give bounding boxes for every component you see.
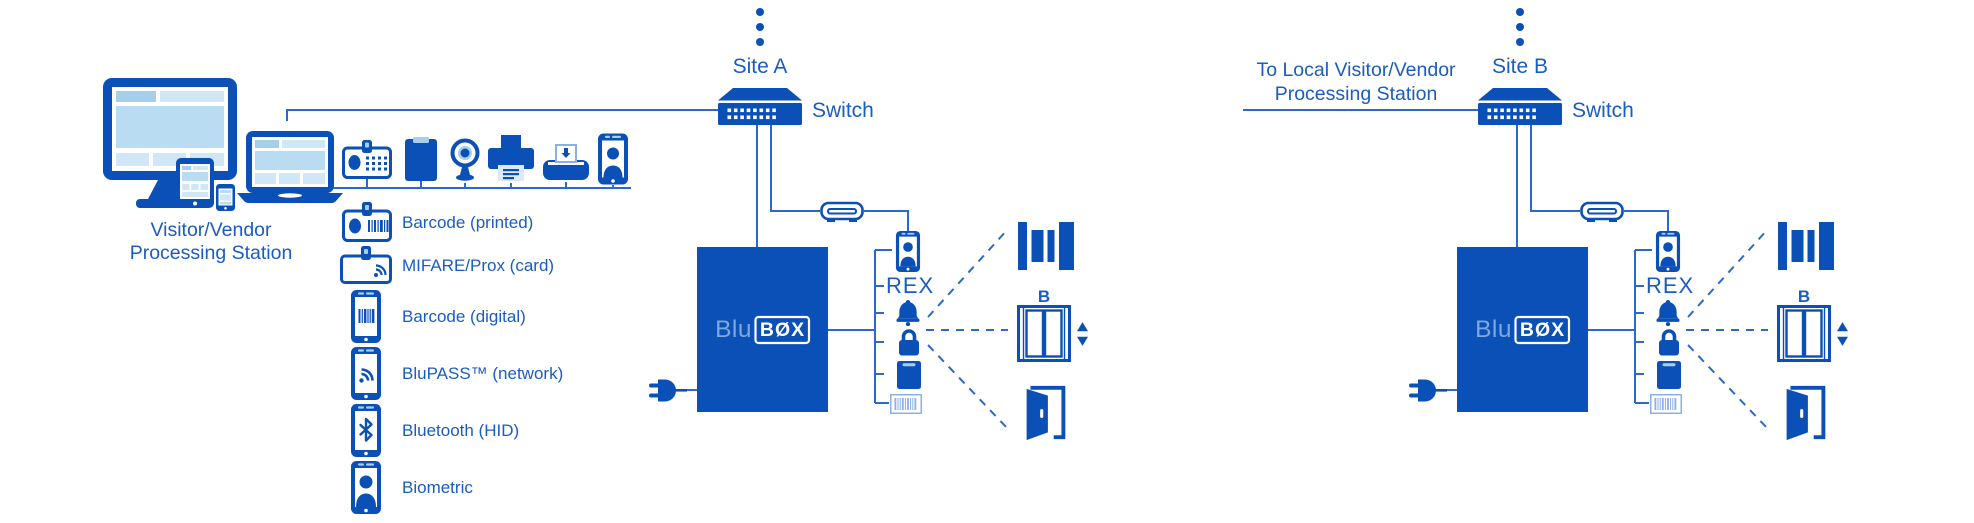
- mobile-credential-icon: [598, 133, 628, 185]
- rex-label: REX: [886, 273, 934, 298]
- laptop-icon: [237, 131, 343, 203]
- door-icon: [1784, 385, 1826, 443]
- blupass-network-icon: [351, 347, 381, 400]
- clipboard-tablet-icon: [405, 137, 437, 181]
- barcode-reader-icon: [890, 394, 922, 414]
- site-b-connectors: [1243, 109, 1669, 404]
- lock-icon: [897, 329, 921, 356]
- blubox-logo-prefix: Blu: [1475, 316, 1512, 343]
- video-intercom-icon: [895, 231, 921, 272]
- blubox-controller: [697, 247, 828, 412]
- smartphone-icon: [216, 184, 235, 211]
- video-intercom-icon: [1655, 231, 1681, 272]
- site-b-wireless-links: [1686, 228, 1769, 430]
- remote-station-label-line1: To Local Visitor/Vendor: [1256, 59, 1456, 81]
- peripheral-bus-line: [333, 178, 631, 189]
- credential-label: Barcode (printed): [402, 213, 533, 232]
- blubox-controller: [1457, 247, 1588, 412]
- tablet-icon: [176, 158, 214, 208]
- credential-list: Barcode (printed) MIFARE/Prox (card) Bar…: [340, 202, 563, 514]
- credential-label: Barcode (digital): [402, 307, 526, 326]
- blubox-logo-suffix: BØX: [1520, 319, 1565, 341]
- turnstile-icon: [1018, 222, 1074, 270]
- lock-icon: [1657, 329, 1681, 356]
- switch-label: Switch: [812, 99, 874, 122]
- router-icon: [820, 201, 864, 223]
- card-reader-icon: [897, 361, 921, 389]
- more-sites-dots: [1516, 8, 1524, 46]
- id-badge-icon: [342, 140, 392, 179]
- site-name: Site A: [733, 55, 788, 78]
- up-down-arrows-icon: [1837, 322, 1848, 346]
- power-plug-icon: [1409, 379, 1447, 402]
- site-a-wireless-links: [926, 228, 1009, 430]
- switch-label: Switch: [1572, 99, 1634, 122]
- credential-label: Bluetooth (HID): [402, 421, 519, 440]
- webcam-icon: [450, 138, 480, 183]
- power-plug-icon: [649, 379, 687, 402]
- rex-label: REX: [1646, 273, 1694, 298]
- biometric-icon: [351, 461, 381, 514]
- elevator-icon: [1777, 305, 1831, 362]
- network-switch-icon: [718, 88, 802, 125]
- barcode-printed-icon: [342, 202, 392, 242]
- elevator-icon: [1017, 305, 1071, 362]
- blubox-logo-suffix: BØX: [760, 319, 805, 341]
- printer-icon: [488, 135, 534, 181]
- credential-label: BluPASS™ (network): [402, 364, 563, 383]
- site-b: Site B To Local Visitor/Vendor Processin…: [1243, 8, 1848, 443]
- site-name: Site B: [1492, 55, 1548, 78]
- remote-station-label-line2: Processing Station: [1275, 83, 1438, 105]
- credential-label: Biometric: [402, 478, 473, 497]
- network-switch-icon: [1478, 88, 1562, 125]
- card-reader-icon: [1657, 361, 1681, 389]
- credential-label: MIFARE/Prox (card): [402, 256, 554, 275]
- visitor-station: Visitor/Vendor Processing Station: [103, 78, 343, 264]
- site-a-connectors: [286, 109, 909, 404]
- bell-icon: [896, 300, 920, 326]
- mifare-prox-card-icon: [340, 246, 392, 284]
- turnstile-icon: [1778, 222, 1834, 270]
- blubox-logo-prefix: Blu: [715, 316, 752, 343]
- more-sites-dots: [756, 8, 764, 46]
- elevator-label: B: [1798, 287, 1810, 306]
- blubox-logo-box: [754, 315, 811, 345]
- station-label-line1: Visitor/Vendor: [150, 219, 272, 241]
- door-icon: [1024, 385, 1066, 443]
- barcode-reader-icon: [1650, 394, 1682, 414]
- site-a: Site A Switch Blu BØX REX B: [286, 8, 1088, 443]
- barcode-digital-icon: [351, 290, 381, 343]
- station-label-line2: Processing Station: [130, 242, 293, 264]
- bell-icon: [1656, 300, 1680, 326]
- blubox-logo-box: [1514, 315, 1571, 345]
- peripheral-row: [333, 133, 631, 189]
- router-icon: [1580, 201, 1624, 223]
- elevator-label: B: [1038, 287, 1050, 306]
- up-down-arrows-icon: [1077, 322, 1088, 346]
- scanner-icon: [543, 144, 589, 181]
- bluetooth-hid-icon: [351, 404, 381, 457]
